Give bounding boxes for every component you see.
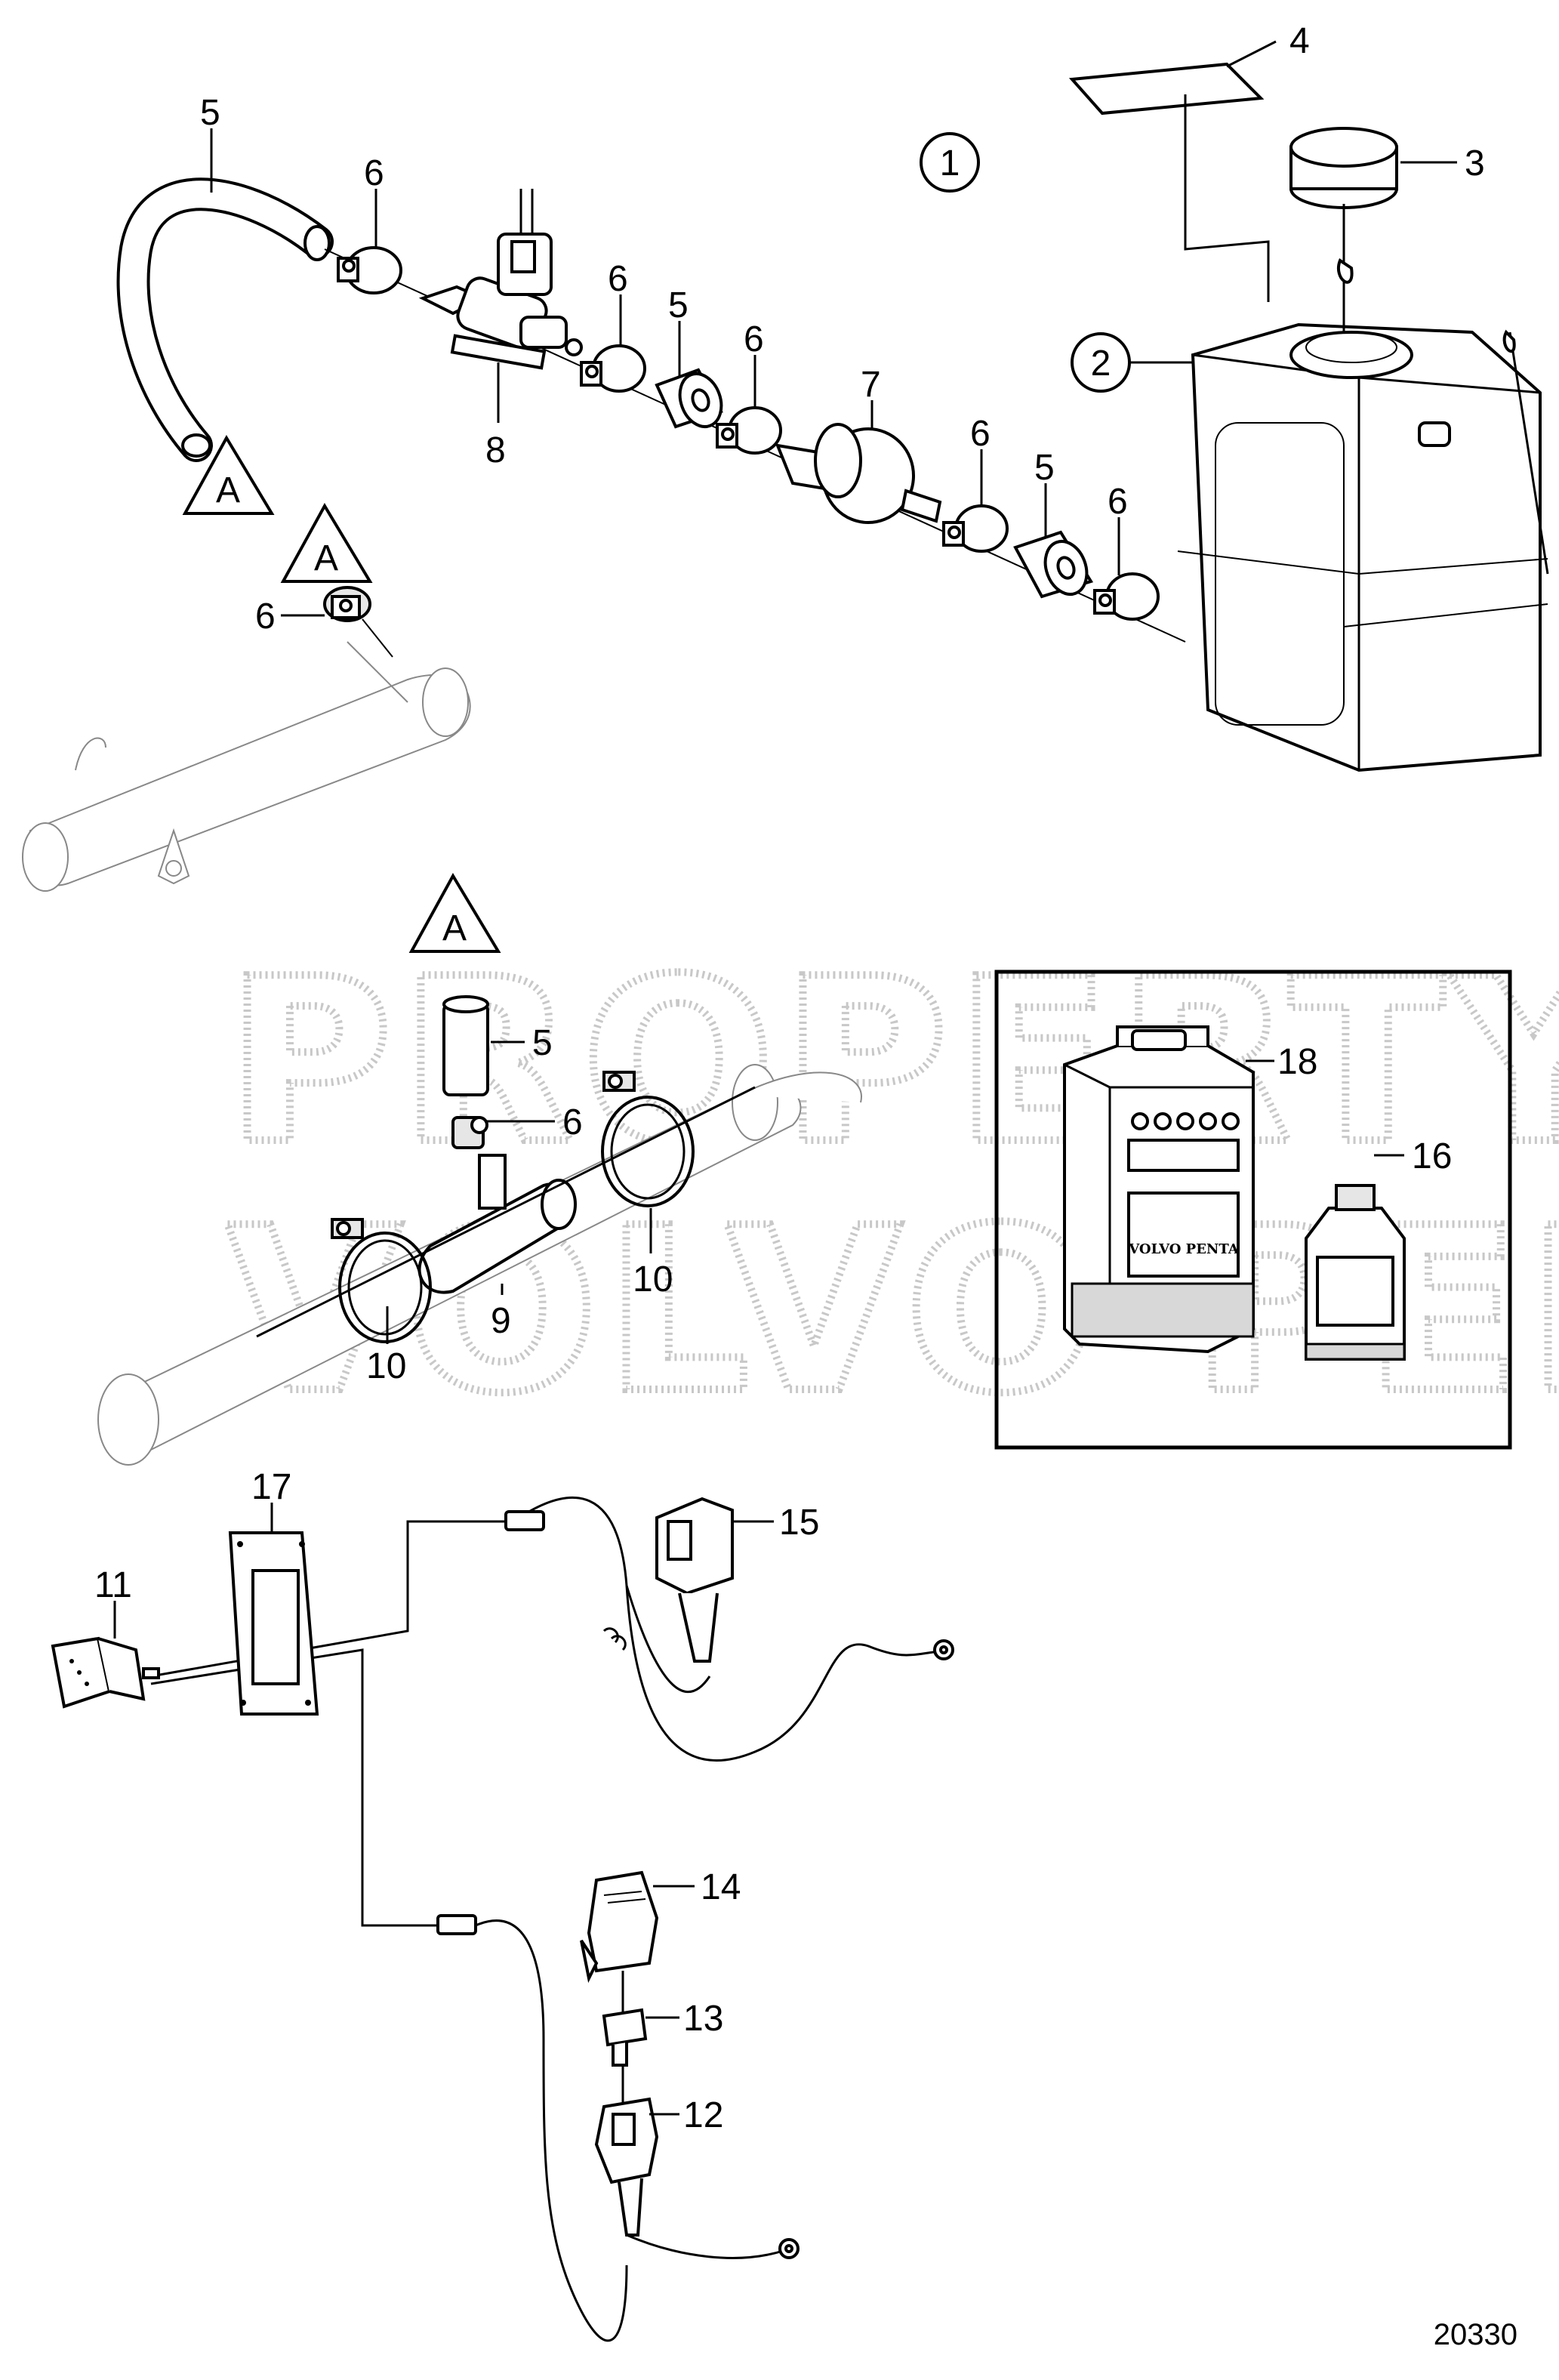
switch-bezel [228, 1531, 319, 1716]
inline-filter [775, 423, 942, 524]
callout-6: 6 [744, 319, 764, 359]
fuse [602, 2008, 648, 2067]
figure-number: 20330 [1434, 2318, 1517, 2351]
tank-filler-neck [1289, 331, 1413, 379]
t-piece-assembly [97, 995, 862, 1466]
harness-connector [655, 1497, 734, 1663]
callout-16: 16 [1412, 1136, 1452, 1176]
kit-circle-label: 1 [940, 143, 960, 183]
fluid-tank [1177, 322, 1549, 772]
callout-12: 12 [683, 2095, 723, 2135]
jerry-can: VOLVO PENTA [1063, 1025, 1255, 1354]
short-hose [442, 1003, 489, 1096]
fuse-holder-cap [580, 1870, 659, 1984]
fluid-containers-inset: VOLVO PENTA [994, 970, 1512, 1450]
callout-14: 14 [701, 1867, 741, 1907]
callout-10: 10 [366, 1346, 406, 1386]
coolant-pipe [22, 641, 471, 892]
short-hose [1013, 530, 1094, 599]
hose-end [303, 225, 331, 261]
callout-5: 5 [668, 285, 689, 325]
callout-17: 17 [251, 1467, 291, 1507]
wiring-harness [51, 1496, 954, 2342]
ring-terminal [778, 2238, 800, 2259]
callout-6: 6 [255, 597, 276, 637]
callout-4: 4 [1289, 21, 1310, 61]
large-hose-clamp [601, 1071, 695, 1207]
hose-clamp [323, 586, 393, 658]
callouts: 4 3 5 6 8 6 5 6 7 6 5 6 6 [94, 21, 1485, 2135]
callout-6: 6 [364, 153, 384, 193]
kit-circle: 2 [1071, 332, 1193, 393]
large-hose-clamp [331, 1218, 432, 1343]
callout-18: 18 [1277, 1042, 1317, 1082]
section-marker: A [408, 872, 501, 953]
callout-11: 11 [94, 1565, 132, 1605]
bottle [1305, 1184, 1406, 1361]
hose-clamp [942, 504, 1009, 553]
tank-strap [1508, 331, 1549, 575]
hose-clamp [337, 246, 402, 294]
callout-8: 8 [485, 430, 506, 470]
filler-cap [1289, 127, 1398, 332]
hose-clamp [580, 344, 646, 393]
jerry-can-brand: VOLVO PENTA [1128, 1241, 1240, 1257]
callout-7: 7 [861, 365, 881, 405]
section-marker: A [280, 502, 373, 583]
kit-circle: 1 [920, 132, 980, 193]
section-marker: A [182, 434, 275, 515]
callout-13: 13 [683, 1999, 723, 2039]
decal [1068, 62, 1270, 302]
short-hose [655, 368, 723, 429]
fuse-holder [594, 2097, 659, 2237]
hose-clamp [716, 406, 782, 455]
ring-terminal [933, 1639, 954, 1660]
section-marker-label: A [314, 538, 338, 578]
callout-5: 5 [532, 1023, 553, 1063]
rocker-switch [51, 1636, 160, 1709]
callout-6: 6 [970, 414, 991, 454]
callout-6: 6 [562, 1102, 583, 1142]
kit-circle-label: 2 [1091, 344, 1111, 384]
callout-6: 6 [1108, 482, 1128, 522]
section-marker-label: A [442, 908, 467, 948]
watermark-line-1: PROPERTY OF [226, 930, 1559, 1194]
callout-5: 5 [200, 93, 220, 133]
callout-6: 6 [608, 259, 628, 299]
section-marker-label: A [216, 470, 240, 510]
callout-5: 5 [1034, 448, 1055, 488]
callout-10: 10 [633, 1259, 673, 1299]
callout-15: 15 [779, 1503, 819, 1543]
hose-assembly [116, 177, 1186, 643]
hose-clamp [1093, 572, 1160, 621]
callout-9: 9 [491, 1301, 511, 1341]
solenoid-valve [418, 189, 583, 370]
inset-frame [994, 970, 1512, 1450]
callout-3: 3 [1465, 143, 1485, 183]
